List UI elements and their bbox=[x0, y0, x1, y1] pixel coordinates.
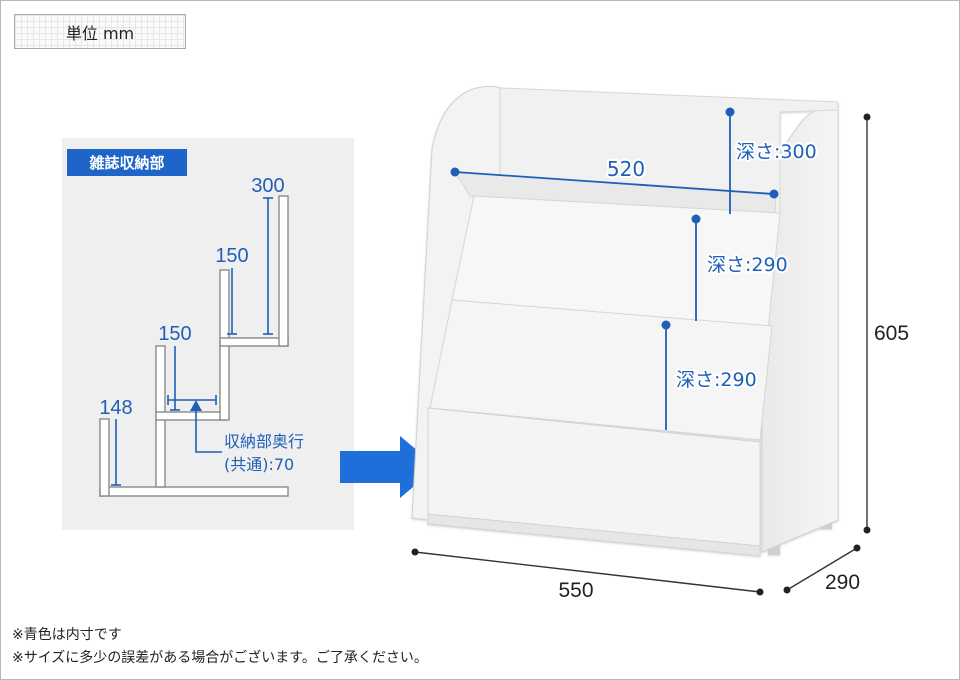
outer-dimension-dots bbox=[411, 113, 871, 596]
shelf-dimension-dots bbox=[450, 107, 779, 330]
depth-note-line1: 収納部奥行 bbox=[224, 432, 304, 451]
height-label-300: 300 bbox=[251, 175, 284, 197]
inner-width-label: 520 bbox=[607, 157, 645, 181]
height-label-150-lower: 150 bbox=[158, 323, 191, 345]
height-605-label: 605 bbox=[874, 322, 909, 345]
depth-leader-arrowhead bbox=[190, 400, 202, 411]
right-arrow-icon bbox=[340, 436, 437, 498]
height-label-148: 148 bbox=[99, 397, 132, 419]
depth-bottom-label: 深さ:290 bbox=[676, 369, 757, 391]
note-size-tolerance: ※サイズに多少の誤差がある場合がございます。ご了承ください。 bbox=[12, 650, 428, 666]
width-550-label: 550 bbox=[558, 579, 593, 602]
cross-section-profile bbox=[99, 195, 289, 497]
unit-label: 単位 mm bbox=[14, 14, 186, 49]
outer-dimensions bbox=[414, 117, 868, 593]
depth-note-line2: (共通):70 bbox=[224, 455, 294, 474]
note-inner-dimensions: ※青色は内寸です bbox=[12, 627, 122, 643]
shelf-inner-dimensions bbox=[454, 112, 775, 430]
magazine-section-title: 雑誌収納部 bbox=[67, 149, 187, 176]
height-label-150-upper: 150 bbox=[215, 245, 248, 267]
bookshelf-illustration bbox=[411, 85, 839, 557]
depth-290-label: 290 bbox=[825, 571, 860, 594]
depth-middle-label: 深さ:290 bbox=[707, 254, 788, 276]
section-inner-dimensions bbox=[111, 197, 273, 486]
depth-top-label: 深さ:300 bbox=[736, 141, 817, 163]
magazine-section-panel bbox=[62, 138, 354, 530]
